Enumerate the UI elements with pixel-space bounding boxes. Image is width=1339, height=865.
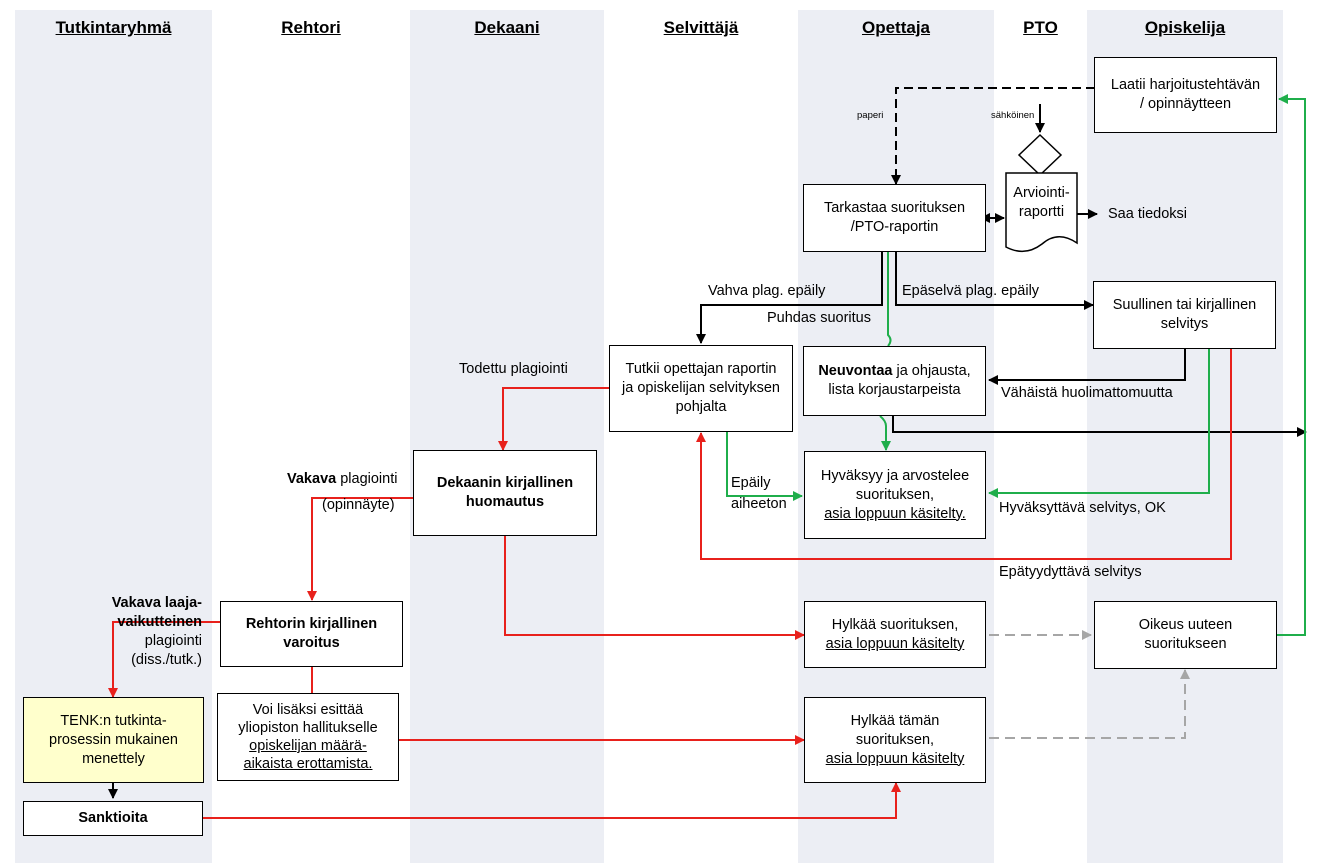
lane-title-rehtori: Rehtori — [281, 18, 341, 37]
arrow-epaily-aiheeton — [726, 432, 803, 501]
lane-title-opettaja: Opettaja — [861, 18, 931, 37]
arrow-sanktioita — [203, 782, 901, 819]
box-dekaanin: Dekaanin kirjallinen huomautus — [413, 450, 597, 536]
box-neuvontaa: Neuvontaa ja ohjausta, lista korjaustarp… — [803, 346, 986, 416]
label-opinnayte: (opinnäyte) — [322, 497, 395, 513]
arrow-dekaani-hylkaa — [504, 536, 805, 640]
box-hylkaa-suorituksen: Hylkää suorituksen, asia loppuun käsitel… — [804, 601, 986, 668]
arrow-epaselva — [895, 252, 1094, 310]
arrow-vahva — [696, 252, 883, 344]
lane-title-opiskelija: Opiskelija — [1144, 18, 1226, 37]
lane-title-tutkintaryhma: Tutkintaryhmä — [55, 18, 172, 37]
label-epaselva: Epäselvä plag. epäily — [902, 283, 1040, 299]
arrow-puhdas — [887, 252, 892, 347]
label-vakava: Vakava plagiointi — [287, 471, 398, 487]
label-hyvaksyttava: Hyväksyttävä selvitys, OK — [999, 500, 1166, 516]
lane-title-selvittaja: Selvittäjä — [663, 18, 739, 37]
label-laaja: Vakava laaja- vaikutteinen plagiointi (d… — [111, 595, 202, 668]
label-sahkoinen: sähköinen — [991, 110, 1035, 121]
label-saa-tiedoksi: Saa tiedoksi — [1108, 206, 1187, 222]
document-shape — [1005, 172, 1078, 253]
label-epatyydyttava: Epätyydyttävä selvitys — [999, 564, 1142, 580]
lane-title-pto: PTO — [1023, 18, 1058, 37]
arrow-laaja — [108, 621, 220, 698]
box-hylkaa-taman: Hylkää tämän suorituksen, asia loppuun k… — [804, 697, 986, 783]
label-epaily: Epäily aiheeton — [731, 475, 787, 512]
arrow-epatyydyttava — [696, 349, 1232, 560]
label-vahva: Vahva plag. epäily — [708, 283, 826, 299]
box-voi: Voi lisäksi esittää yliopiston hallituks… — [217, 693, 399, 781]
text-arviointiraportti: Arviointi- raportti — [1013, 185, 1070, 220]
box-tutkii: Tutkii opettajan raportin ja opiskelijan… — [609, 345, 793, 432]
box-tenk: TENK:n tutkinta- prosessin mukainen mene… — [23, 697, 204, 783]
decision-diamond — [1017, 133, 1063, 177]
arrow-hyvaksyttava — [988, 349, 1210, 498]
arrow-todettu — [498, 387, 609, 451]
lane-title-dekaani: Dekaani — [474, 18, 540, 37]
arrow-hylkaa2-oikeus — [989, 669, 1190, 739]
label-todettu: Todettu plagiointi — [459, 361, 568, 377]
box-laatii: Laatii harjoitustehtävän / opinnäytteen — [1094, 57, 1277, 133]
box-tarkastaa: Tarkastaa suorituksen /PTO-raportin — [803, 184, 986, 252]
lane-dekaani-bg — [410, 10, 604, 863]
arrow-vahaista — [988, 349, 1186, 385]
label-vahaista: Vähäistä huolimattomuutta — [1001, 385, 1173, 401]
box-hyvaksyy: Hyväksyy ja arvostelee suorituksen, asia… — [804, 451, 986, 539]
box-rehtorin: Rehtorin kirjallinen varoitus — [220, 601, 403, 667]
arrow-neuvontaa-right — [892, 416, 1307, 437]
arrow-paperi — [891, 87, 1095, 185]
label-puhdas: Puhdas suoritus — [767, 310, 871, 326]
label-paperi: paperi — [857, 110, 884, 121]
arrow-vakava — [307, 497, 413, 601]
box-suullinen: Suullinen tai kirjallinen selvitys — [1093, 281, 1276, 349]
box-sanktioita: Sanktioita — [23, 801, 203, 836]
box-oikeus: Oikeus uuteen suoritukseen — [1094, 601, 1277, 669]
arrow-puhdas-lower — [879, 415, 891, 451]
arrow-oikeus-loop — [1277, 94, 1306, 636]
